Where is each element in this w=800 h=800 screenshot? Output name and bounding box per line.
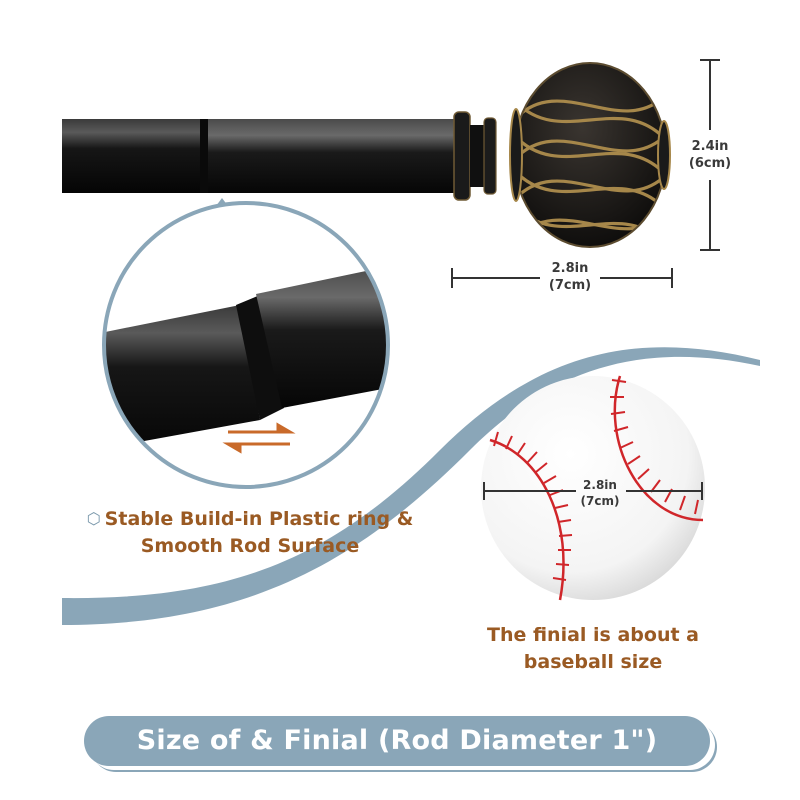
- finial-width-inches: 2.8in: [551, 261, 589, 276]
- blue-swoosh: [62, 347, 760, 625]
- finial-height-inches: 2.4in: [691, 139, 729, 154]
- feature-caption-line2: Smooth Rod Surface: [140, 535, 360, 557]
- zoom-detail-circle: [102, 198, 390, 489]
- baseball-caption: The finial is about a baseball size: [470, 622, 716, 676]
- title-banner: Size of & Finial (Rod Diameter 1"): [84, 716, 710, 766]
- feature-caption: ⬡Stable Build-in Plastic ring & Smooth R…: [80, 505, 420, 560]
- height-dimension-line: [700, 59, 720, 251]
- baseball-dimension-line: [483, 482, 703, 500]
- baseball-caption-line2: baseball size: [523, 651, 663, 673]
- baseball-width-cm: (7cm): [580, 494, 620, 508]
- curtain-rod-illustration: [62, 62, 671, 248]
- width-dimension-line: [451, 268, 673, 288]
- baseball-caption-line1: The finial is about a: [486, 624, 699, 646]
- finial-height-label: 2.4in (6cm): [680, 138, 740, 172]
- baseball-width-label: 2.8in (7cm): [572, 477, 628, 509]
- slide-arrows-icon: [222, 422, 296, 454]
- banner-title: Size of & Finial (Rod Diameter 1"): [136, 725, 658, 756]
- finial-width-label: 2.8in (7cm): [540, 260, 600, 294]
- baseball-width-inches: 2.8in: [583, 478, 617, 492]
- hexagon-bullet-icon: ⬡: [86, 509, 101, 528]
- finial-width-cm: (7cm): [548, 278, 592, 293]
- feature-caption-line1: Stable Build-in Plastic ring &: [104, 508, 414, 530]
- finial-height-cm: (6cm): [688, 156, 732, 171]
- baseball-illustration: [481, 375, 705, 601]
